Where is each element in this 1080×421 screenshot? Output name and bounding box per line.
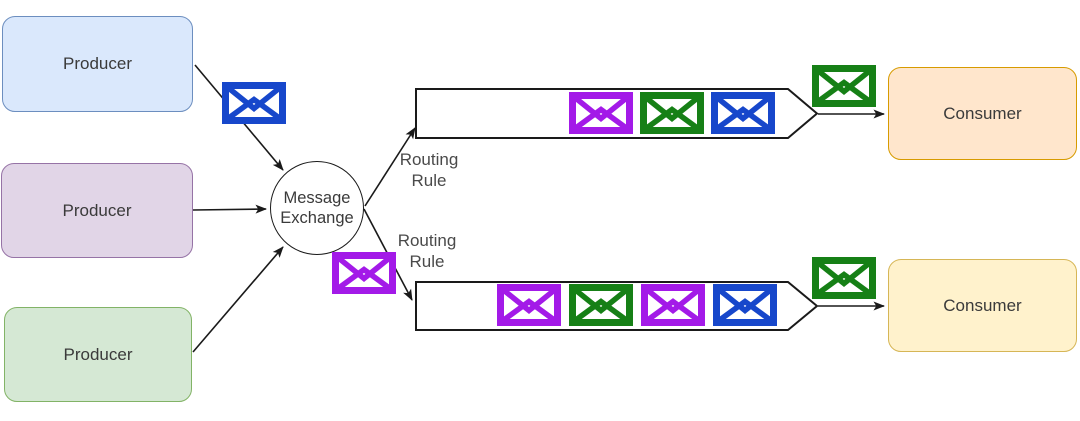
green-message-icon — [812, 65, 876, 107]
arrow-producer3-to-exchange — [192, 246, 284, 353]
producer1-box: Producer — [2, 16, 193, 112]
blue-message-icon — [222, 82, 286, 124]
purple-message-icon — [332, 252, 396, 294]
consumer2-box: Consumer — [888, 259, 1077, 352]
message-exchange-circle: Message Exchange — [270, 161, 364, 255]
message-above-queue1-tip — [812, 65, 876, 107]
arrow-producer2-to-exchange — [192, 204, 267, 214]
producer3-box: Producer — [4, 307, 192, 402]
green-message-icon — [812, 257, 876, 299]
purple-message-icon — [497, 284, 561, 326]
message-near-exchange — [332, 252, 396, 294]
consumer2-label: Consumer — [943, 295, 1022, 315]
green-message-icon — [569, 284, 633, 326]
queue2-messages — [497, 284, 777, 326]
blue-message-icon — [713, 284, 777, 326]
producer2-box: Producer — [1, 163, 193, 258]
routing-rule2-label: Routing Rule — [397, 231, 457, 271]
consumer1-label: Consumer — [943, 103, 1022, 123]
routing-rule1-label: Routing Rule — [399, 150, 459, 190]
green-message-icon — [640, 92, 704, 134]
purple-message-icon — [569, 92, 633, 134]
producer3-label: Producer — [63, 344, 133, 364]
purple-message-icon — [641, 284, 705, 326]
arrow-exchange-to-queue1 — [364, 127, 416, 207]
message-exchange-label: Message Exchange — [280, 189, 354, 227]
message-on-producer1-arrow — [222, 82, 286, 124]
queue1-messages — [569, 92, 775, 134]
producer1-label: Producer — [63, 54, 132, 73]
consumer1-box: Consumer — [888, 67, 1077, 160]
message-above-queue2-tip — [812, 257, 876, 299]
producer2-label: Producer — [62, 200, 132, 220]
blue-message-icon — [711, 92, 775, 134]
